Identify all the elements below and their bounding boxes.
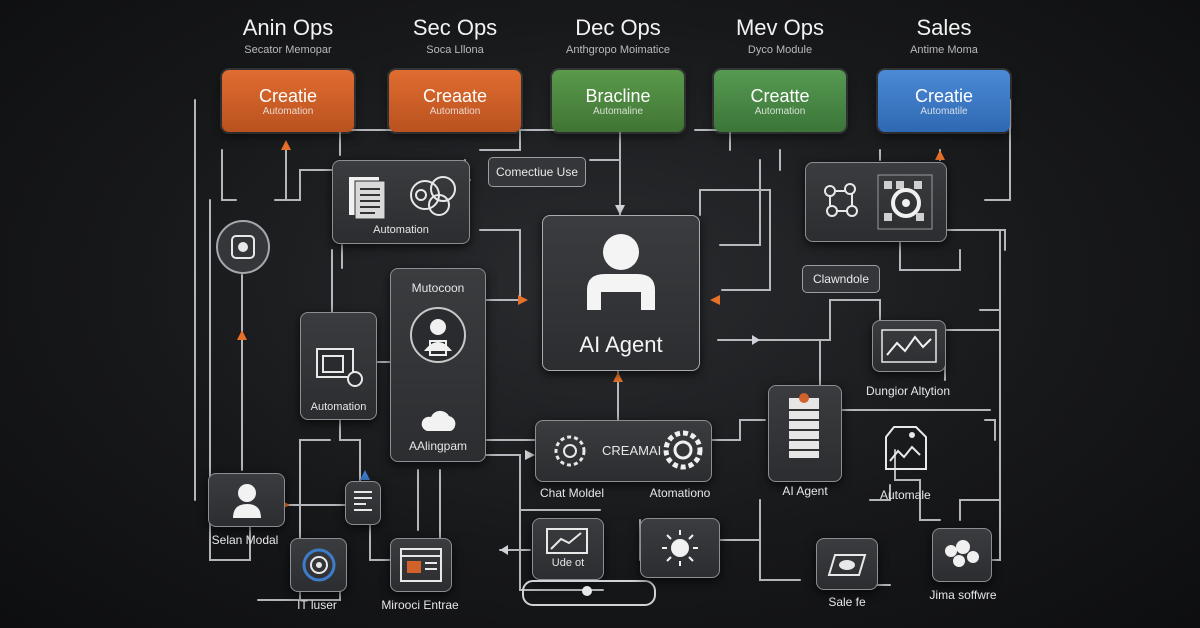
column-title: Dec Ops: [575, 15, 661, 40]
mutocoon-panel[interactable]: Mutocoon AAlingpam: [390, 268, 486, 462]
cloundole-tag[interactable]: Clawndole: [802, 265, 880, 293]
target-icon: [302, 548, 336, 582]
column-subtitle: Dyco Module: [747, 44, 813, 56]
column-title: Anin Ops: [242, 15, 334, 40]
user-circle-icon: [410, 307, 466, 363]
window-icon: [316, 348, 363, 387]
dunglor-alltytion-label: Dungior Altytion: [865, 384, 951, 398]
connective-use-tag[interactable]: Comectiue Use: [488, 157, 586, 187]
selan-model-label: Selan Modal: [211, 533, 279, 547]
button-title: Creaate: [422, 85, 488, 106]
column-subtitle: Secator Memopar: [244, 44, 332, 56]
button-title: Creatte: [750, 85, 810, 106]
browser-window-icon: [400, 548, 442, 582]
selan-model-card[interactable]: [208, 473, 285, 527]
column-title: Mev Ops: [735, 15, 825, 40]
create-automation-button-anin[interactable]: Creatie Automation: [222, 70, 354, 132]
gear-grid-icon: [877, 174, 933, 230]
automation-mid-label: Automation: [310, 401, 367, 413]
ai-agent-node[interactable]: AI Agent: [542, 215, 700, 371]
button-title: Creatie: [258, 85, 318, 106]
mirooci-card[interactable]: [390, 538, 452, 592]
slider-track[interactable]: [522, 580, 656, 606]
jima-software-card[interactable]: [932, 528, 992, 582]
button-subtitle: Automation: [754, 105, 806, 117]
cash-icon: [827, 554, 867, 576]
circuit-module-card[interactable]: [805, 162, 947, 242]
ai-agent-title: AI Agent: [579, 332, 663, 357]
chat-model-label: Chat Moldel: [539, 486, 605, 500]
button-title: Creatie: [914, 85, 974, 106]
column-title: Sales: [916, 15, 972, 40]
create-automation-button-mev[interactable]: Creatte Automation: [714, 70, 846, 132]
it-user-card[interactable]: [290, 538, 347, 592]
button-subtitle: Automaline: [592, 105, 644, 117]
person-icon: [587, 234, 655, 310]
user-icon: [233, 484, 261, 518]
sale-fe-card[interactable]: [816, 538, 878, 590]
aalingpam-label: AAlingpam: [408, 439, 468, 453]
button-title: Bracline: [585, 85, 651, 106]
column-subtitle: Anthgropo Moimatice: [566, 44, 670, 56]
document-icon: [349, 177, 386, 220]
ai-agent-small-label: AI Agent: [782, 484, 828, 498]
document-small-card[interactable]: [345, 481, 381, 525]
text-lines-icon: [354, 491, 372, 511]
creanai-card[interactable]: CREAMAI: [535, 420, 712, 482]
create-automation-button-dec[interactable]: Bracline Automaline: [552, 70, 684, 132]
create-automation-button-sec[interactable]: Creaate Automation: [389, 70, 521, 132]
sun-card[interactable]: [640, 518, 720, 578]
ude-ot-card[interactable]: Ude ot: [532, 518, 604, 580]
create-automation-button-sales[interactable]: Creatie Automatile: [878, 70, 1010, 132]
analytics-chart-card[interactable]: [872, 320, 946, 372]
mirooci-entrae-label: Mirooci Entrae: [381, 598, 459, 612]
jima-software-label: Jima soffwre: [929, 588, 997, 602]
column-title: Sec Ops: [412, 15, 498, 40]
creanai-label: CREAMAI: [602, 443, 662, 458]
automale-node[interactable]: Automale: [850, 415, 990, 502]
gear-icon: [663, 430, 703, 470]
gear-network-icon: [554, 435, 586, 467]
tag-chart-icon: [885, 426, 927, 470]
sale-fe-label: Sale fe: [828, 595, 866, 609]
slider-handle[interactable]: [582, 586, 592, 596]
automation-label: Automation: [373, 224, 429, 236]
column-subtitle: Soca Lllona: [426, 44, 484, 56]
button-subtitle: Automation: [262, 105, 314, 117]
server-rack-icon: [789, 393, 819, 458]
network-circles-icon: [410, 176, 456, 216]
automation-window-card[interactable]: Automation: [300, 312, 377, 420]
button-subtitle: Automation: [429, 105, 481, 117]
mutocoon-label: Mutocoon: [411, 281, 465, 295]
line-chart-icon: [881, 329, 937, 363]
it-user-label: IT luser: [297, 598, 337, 612]
automationo-label: Atomationo: [649, 486, 711, 500]
server-agent-card[interactable]: AI Agent: [768, 385, 842, 498]
camera-node[interactable]: [216, 220, 270, 274]
graph-window-icon: [546, 528, 588, 554]
sun-icon: [662, 530, 698, 566]
cloud-icon: [421, 410, 456, 431]
button-subtitle: Automatile: [920, 105, 968, 117]
camera-icon: [231, 235, 255, 259]
circuit-icon: [824, 183, 858, 217]
automale-label: Automale: [880, 488, 931, 502]
molecule-icon: [945, 540, 979, 567]
automation-document-card[interactable]: Automation: [332, 160, 470, 244]
column-subtitle: Antime Moma: [910, 44, 978, 56]
ude-ot-label: Ude ot: [551, 557, 585, 569]
